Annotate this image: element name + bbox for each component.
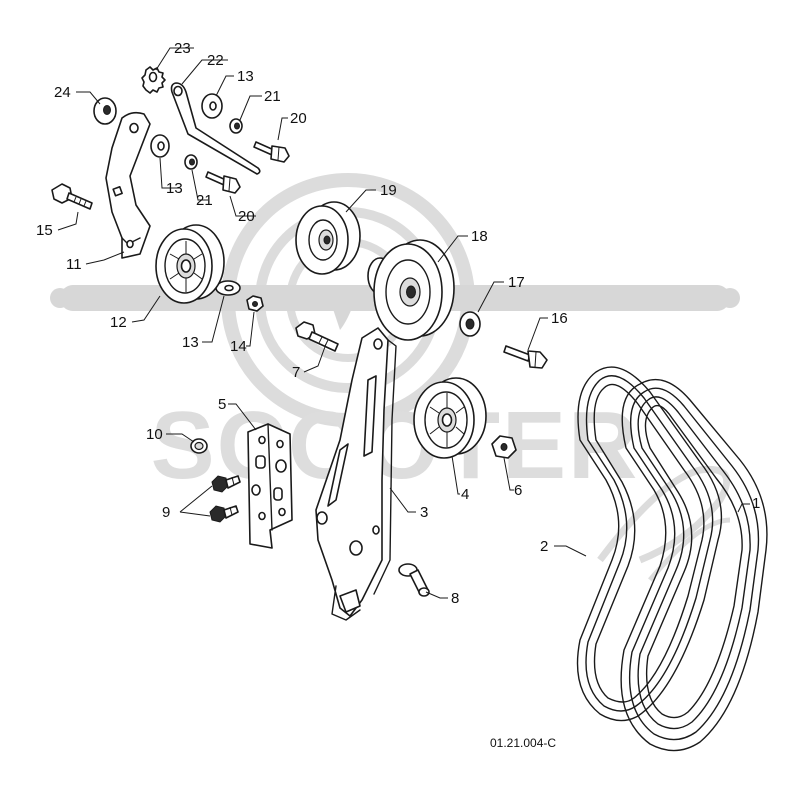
part-2-belt [576,366,723,722]
part-5-plate [247,423,293,549]
callout-13-lower: 13 [182,334,199,351]
part-15-bolt [51,183,93,210]
callout-6: 6 [514,482,522,499]
part-22-rod [170,82,261,175]
callout-8: 8 [451,590,459,607]
callout-16: 16 [551,310,568,327]
callout-3: 3 [420,504,428,521]
part-24-washer [93,97,117,125]
callout-19: 19 [380,182,397,199]
callout-13-left: 13 [166,180,183,197]
part-9-screw-upper [211,475,241,493]
part-9-screw-lower [209,505,239,523]
callout-22: 22 [207,52,224,69]
part-13-washer-upper [201,93,223,119]
part-7-bolt [295,321,339,352]
part-20-bolt-upper [253,141,290,163]
part-11-bracket [105,111,151,259]
callout-18: 18 [471,228,488,245]
part-21-nut-upper [229,118,243,134]
callout-14: 14 [230,338,247,355]
callout-10: 10 [146,426,163,443]
callout-7: 7 [292,364,300,381]
callout-4: 4 [461,486,469,503]
watermark: SCOOTER [50,173,740,582]
part-14-nut [246,295,264,312]
callout-13-upper: 13 [237,68,254,85]
part-17-spacer [459,311,481,337]
callout-23: 23 [174,40,191,57]
part-16-bolt [503,345,548,369]
leader-lines [57,47,750,599]
part-1-belt [620,378,768,752]
part-20-bolt-lower [205,171,241,194]
part-19-pulley [295,201,361,275]
part-3-tensioner-arm [315,327,397,621]
callout-12: 12 [110,314,127,331]
part-18-pulley [367,239,455,341]
callout-20-lower: 20 [238,208,255,225]
callout-21-upper: 21 [264,88,281,105]
part-8-bolt [398,563,430,597]
callout-21-lower: 21 [196,192,213,209]
callout-9: 9 [162,504,170,521]
part-6-nut [491,435,517,459]
callout-15: 15 [36,222,53,239]
callout-5: 5 [218,396,226,413]
part-21-nut-lower [184,154,198,170]
callout-2: 2 [540,538,548,555]
part-23-lock-washer [141,66,166,94]
callout-labels: 23 22 24 13 21 20 13 21 20 15 11 12 13 1… [36,40,760,607]
part-13-washer-left [150,134,170,158]
drawing-code: 01.21.004-C [490,736,556,750]
part-4-idler-pulley [413,377,487,459]
callout-11: 11 [66,256,82,273]
part-12-idler-pulley [155,224,225,304]
callout-1: 1 [752,495,760,512]
part-10-rivet [190,438,208,454]
callout-17: 17 [508,274,525,291]
callout-20-upper: 20 [290,110,307,127]
callout-24: 24 [54,84,71,101]
